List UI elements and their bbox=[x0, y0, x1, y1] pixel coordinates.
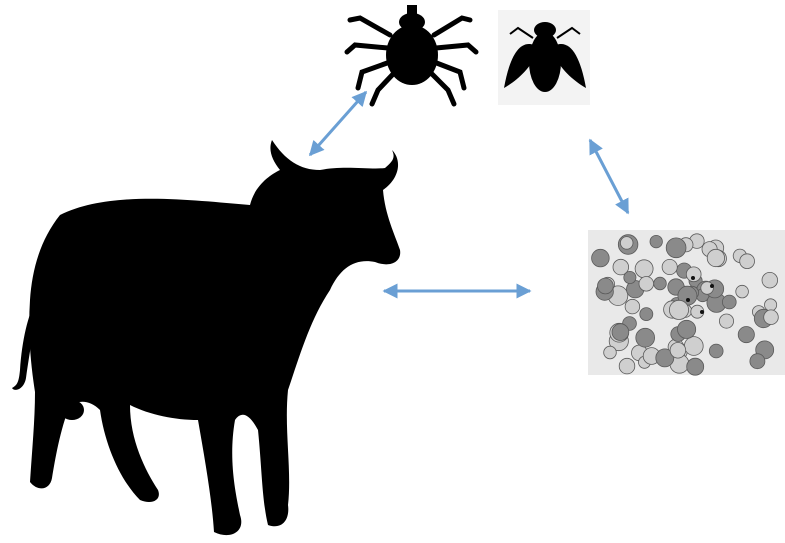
blood-cell bbox=[709, 344, 723, 358]
parasite-inclusion bbox=[691, 276, 695, 280]
parasite-inclusion bbox=[710, 284, 714, 288]
blood-cell bbox=[670, 343, 686, 359]
tick-silhouette-icon bbox=[347, 5, 476, 104]
blood-cell bbox=[666, 238, 686, 258]
blood-cell bbox=[669, 300, 688, 319]
blood-cell bbox=[687, 358, 704, 375]
blood-cell bbox=[604, 346, 617, 359]
blood-cell bbox=[619, 358, 635, 374]
blood-cell bbox=[765, 299, 777, 311]
arrow-cattle-tick bbox=[310, 92, 366, 155]
blood-cell bbox=[598, 278, 614, 294]
blood-cell bbox=[738, 327, 754, 343]
fly-silhouette-icon bbox=[498, 10, 590, 105]
blood-cell bbox=[620, 237, 633, 250]
blood-cell bbox=[740, 254, 755, 269]
blood-cell bbox=[635, 260, 653, 278]
blood-cell bbox=[650, 235, 662, 247]
blood-cell bbox=[625, 299, 640, 314]
blood-cell bbox=[640, 308, 653, 321]
blood-cell bbox=[624, 271, 636, 283]
blood-smear-micrograph bbox=[588, 230, 785, 375]
blood-cell bbox=[684, 337, 703, 356]
blood-cell bbox=[707, 249, 724, 266]
blood-cell bbox=[678, 320, 696, 338]
blood-cell bbox=[764, 310, 779, 325]
cow-silhouette-icon bbox=[12, 140, 400, 535]
blood-cell bbox=[750, 354, 765, 369]
blood-cell bbox=[662, 259, 677, 274]
arrow-vectors-blood-smear bbox=[590, 140, 628, 213]
blood-cell bbox=[762, 272, 778, 288]
blood-cell bbox=[612, 324, 629, 341]
blood-cell bbox=[636, 328, 655, 347]
blood-cell bbox=[639, 277, 654, 292]
parasite-inclusion bbox=[700, 310, 704, 314]
blood-cell bbox=[654, 277, 667, 290]
blood-cell bbox=[722, 295, 736, 309]
parasite-inclusion bbox=[686, 298, 690, 302]
blood-cell bbox=[719, 314, 733, 328]
blood-cell bbox=[592, 249, 610, 267]
blood-cell bbox=[701, 282, 714, 295]
blood-cell bbox=[736, 285, 749, 298]
